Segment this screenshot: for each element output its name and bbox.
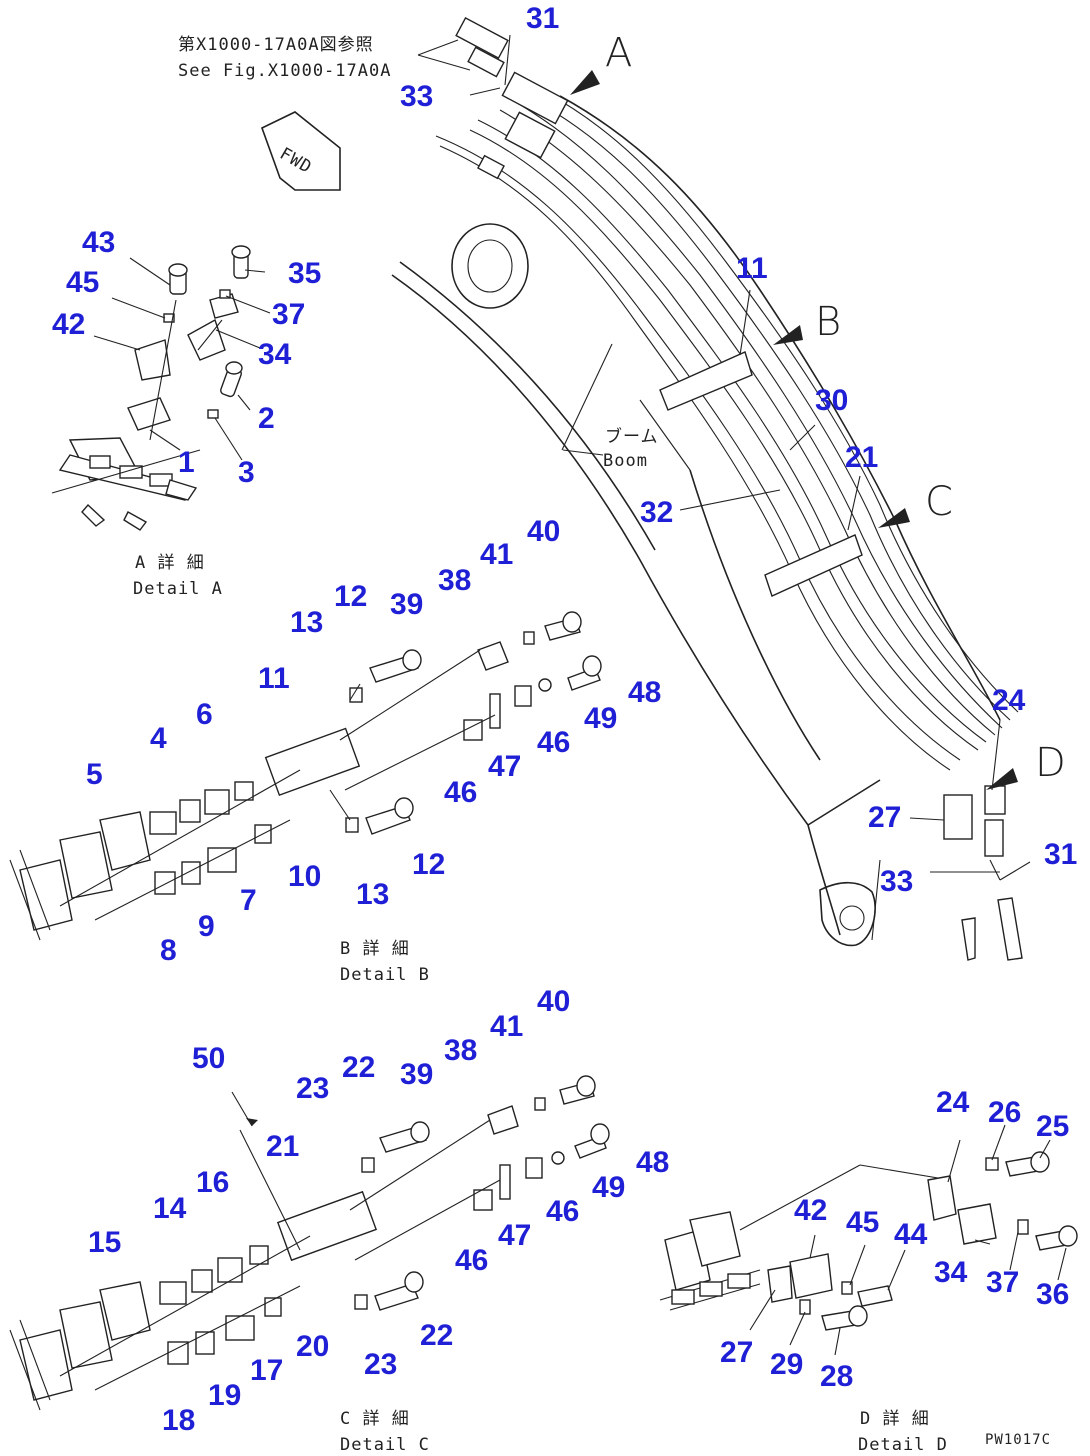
boom-label-jp: ブーム [605, 426, 659, 447]
callout-number: 31 [526, 2, 559, 35]
callout-number: 32 [640, 496, 673, 529]
detail-d-caption-en: Detail D [858, 1435, 948, 1455]
callout-number: 13 [290, 606, 323, 639]
detail-c-caption-jp: C 詳 細 [340, 1409, 410, 1429]
boom-label-en: Boom [603, 451, 648, 471]
callout-number: 9 [198, 910, 215, 943]
view-arrow-label-b: B [815, 299, 841, 345]
callout-number: 4 [150, 722, 167, 755]
callout-number: 50 [192, 1042, 225, 1075]
callout-number: 38 [444, 1034, 477, 1067]
callout-number: 8 [160, 934, 177, 967]
callout-number: 19 [208, 1379, 241, 1412]
view-arrow-label-a: A [605, 30, 632, 76]
callout-number: 45 [66, 266, 99, 299]
detail-b-drawing [9, 611, 602, 941]
callout-number: 37 [272, 298, 305, 331]
callout-number: 23 [364, 1348, 397, 1381]
callout-number: 46 [455, 1244, 488, 1277]
callout-number: 11 [258, 662, 290, 695]
callout-number: 29 [770, 1348, 803, 1381]
callout-number: 27 [868, 801, 901, 834]
callout-number: 30 [815, 384, 848, 417]
callout-number: 49 [584, 702, 617, 735]
reference-label-en: See Fig.X1000-17A0A [178, 61, 391, 81]
detail-a-caption-jp: A 詳 細 [135, 553, 205, 573]
callout-number: 37 [986, 1266, 1019, 1299]
callout-number: 25 [1036, 1110, 1069, 1143]
view-arrow-label-c: C [925, 479, 953, 525]
callout-number: 45 [846, 1206, 879, 1239]
detail-b-caption-en: Detail B [340, 965, 430, 985]
callout-number: 22 [342, 1051, 375, 1084]
callout-number: 34 [258, 338, 292, 371]
callout-number: 1 [178, 446, 195, 479]
callout-number: 36 [1036, 1278, 1069, 1311]
callout-number: 41 [490, 1010, 523, 1043]
callout-number: 35 [288, 257, 321, 290]
callout-number: 31 [1044, 838, 1077, 871]
callout-number: 34 [934, 1256, 968, 1289]
callout-number: 21 [266, 1130, 299, 1163]
callout-number: 6 [196, 698, 213, 731]
callout-number: 47 [498, 1219, 531, 1252]
detail-c-drawing [9, 1075, 610, 1411]
callout-number: 49 [592, 1171, 625, 1204]
callout-number: 16 [196, 1166, 229, 1199]
boom-drawing [261, 16, 1031, 961]
callout-number: 10 [288, 860, 321, 893]
callout-number: 48 [628, 676, 661, 709]
callout-number: 14 [153, 1192, 187, 1225]
callout-number: 7 [240, 884, 257, 917]
callout-number: 26 [988, 1096, 1021, 1129]
callout-number: 27 [720, 1336, 753, 1369]
figure-code: PW1017C [985, 1432, 1051, 1448]
callout-number: 46 [444, 776, 477, 809]
detail-b-caption-jp: B 詳 細 [340, 939, 410, 959]
callout-number: 12 [412, 848, 445, 881]
callout-number: 46 [546, 1195, 579, 1228]
callout-number: 42 [52, 308, 85, 341]
detail-d-drawing [659, 1124, 1078, 1356]
callout-number: 33 [880, 865, 913, 898]
callout-number: 40 [527, 515, 560, 548]
callout-number: 28 [820, 1360, 853, 1393]
callout-number: 39 [400, 1058, 433, 1091]
callout-number: 21 [845, 441, 878, 474]
callout-number: 22 [420, 1319, 453, 1352]
callout-number: 24 [936, 1086, 970, 1119]
callout-number: 18 [162, 1404, 195, 1437]
callout-number: 47 [488, 750, 521, 783]
callout-number: 40 [537, 985, 570, 1018]
callout-number: 13 [356, 878, 389, 911]
callout-number: 17 [250, 1354, 283, 1387]
view-arrow-label-d: D [1035, 740, 1066, 786]
callout-number: 12 [334, 580, 367, 613]
callout-number: 42 [794, 1194, 827, 1227]
callout-number: 33 [400, 80, 433, 113]
callout-number: 41 [480, 538, 513, 571]
detail-a-caption-en: Detail A [133, 579, 223, 599]
callout-number: 44 [894, 1218, 928, 1251]
detail-c-caption-en: Detail C [340, 1435, 430, 1455]
callout-number: 46 [537, 726, 570, 759]
callout-number: 11 [736, 252, 768, 285]
callout-number: 2 [258, 402, 275, 435]
callout-number: 24 [992, 684, 1026, 717]
detail-a-drawing [51, 245, 271, 531]
fwd-label: FWD [276, 144, 315, 178]
callout-number: 23 [296, 1072, 329, 1105]
reference-label-jp: 第X1000-17A0A図参照 [178, 35, 374, 55]
callout-number: 15 [88, 1226, 121, 1259]
callout-number: 3 [238, 456, 255, 489]
callout-number: 43 [82, 226, 115, 259]
callout-number: 5 [86, 758, 103, 791]
detail-d-caption-jp: D 詳 細 [860, 1409, 930, 1429]
callout-number: 20 [296, 1330, 329, 1363]
callout-number: 39 [390, 588, 423, 621]
callout-number: 48 [636, 1146, 669, 1179]
callout-number: 38 [438, 564, 471, 597]
